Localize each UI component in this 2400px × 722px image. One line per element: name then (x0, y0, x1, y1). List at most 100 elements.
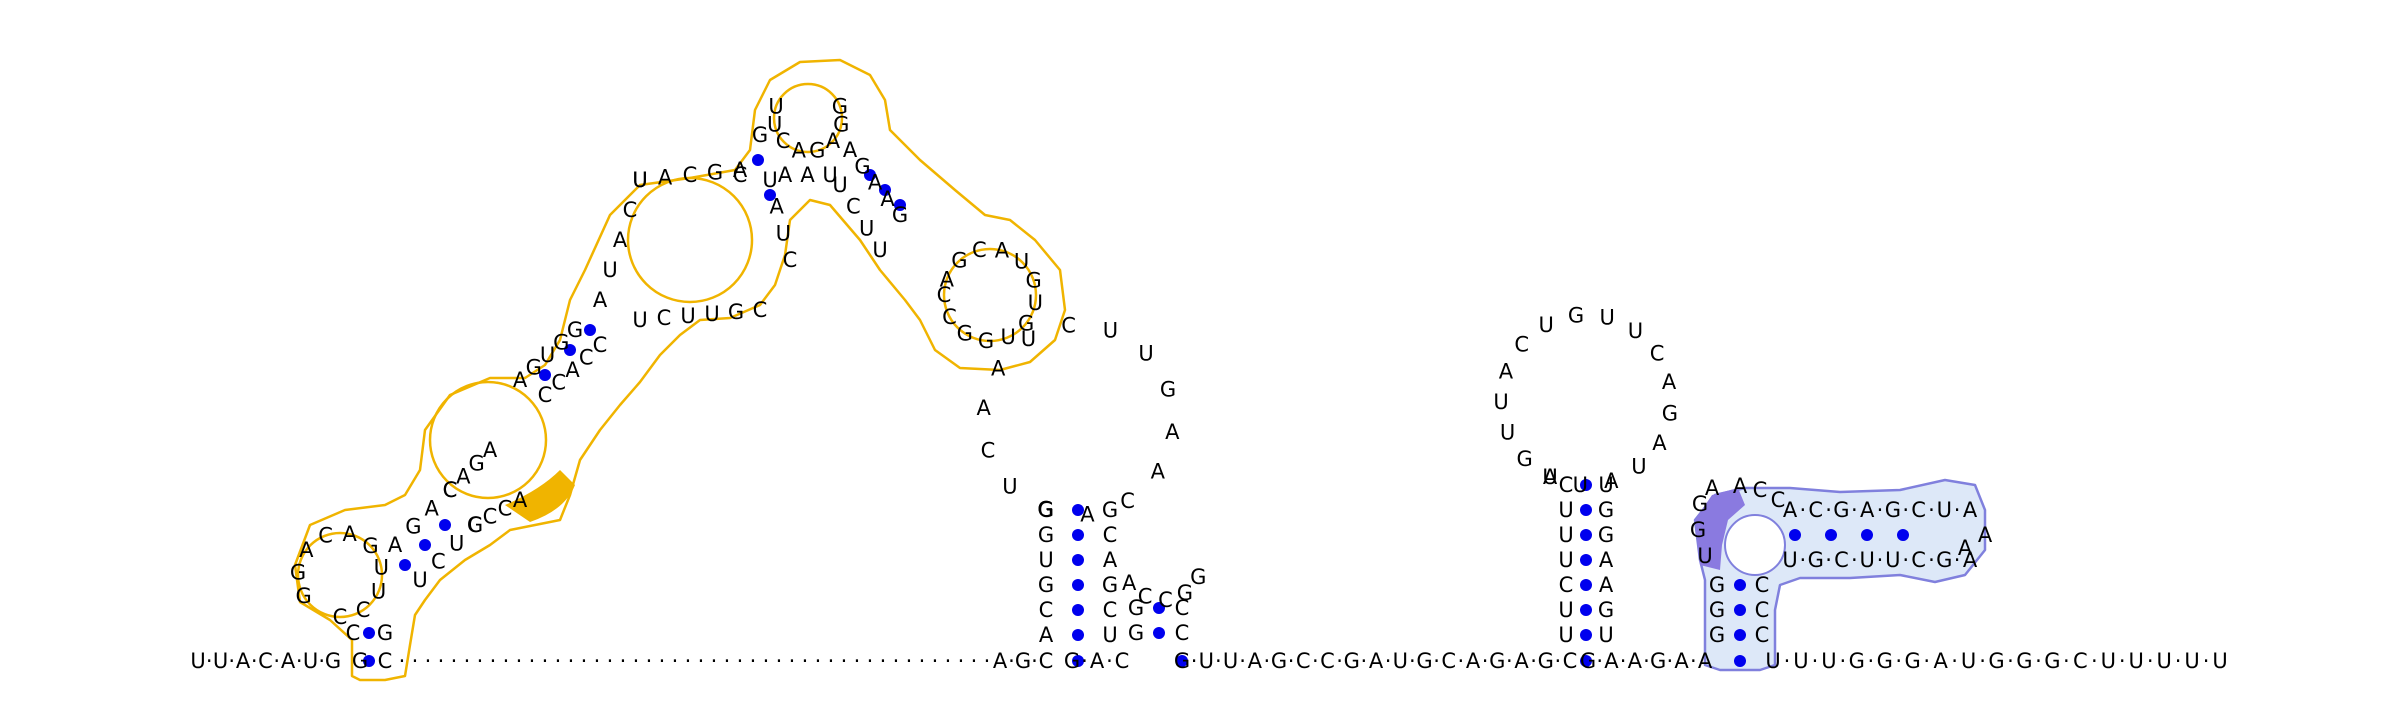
backbone-link: · (932, 649, 939, 673)
nucleotide-G: G (1833, 498, 1849, 522)
nucleotide-U: U (1573, 473, 1588, 497)
nucleotide-G: G (1026, 269, 1042, 293)
nucleotide-U: U (2101, 649, 2116, 673)
nucleotide-U: U (1028, 291, 1043, 315)
backbone-link: · (2091, 649, 2098, 673)
nucleotide-C: C (1103, 598, 1118, 622)
backbone-link: · (568, 649, 575, 673)
backbone-link: · (1954, 498, 1961, 522)
nucleotide-G: G (1598, 598, 1614, 622)
nucleotide-A: A (513, 488, 528, 512)
nucleotide-G: G (978, 329, 994, 353)
base-pair-dot (439, 519, 451, 531)
base-pair-dot (363, 627, 375, 639)
backbone-link: · (841, 649, 848, 673)
nucleotide-G: G (1709, 598, 1725, 622)
nucleotide-A: A (1151, 460, 1166, 484)
nucleotide-U: U (1697, 544, 1712, 568)
nucleotide-U: U (2156, 649, 2171, 673)
nucleotide-C: C (1911, 548, 1926, 572)
nucleotide-G: G (467, 513, 483, 537)
backbone-link: · (1312, 649, 1319, 673)
nucleotide-U: U (1765, 649, 1780, 673)
backbone-link: · (1800, 498, 1807, 522)
nucleotide-G: G (1489, 649, 1505, 673)
nucleotide-C: C (1808, 498, 1823, 522)
nucleotide-A: A (1628, 649, 1643, 673)
backbone-link: · (893, 649, 900, 673)
nucleotide-A: A (1978, 523, 1993, 547)
orange-filled-segment (505, 470, 575, 522)
backbone-link: · (958, 649, 965, 673)
nucleotide-C: C (1755, 573, 1770, 597)
backbone-link: · (1361, 649, 1368, 673)
backbone-link: · (815, 649, 822, 673)
nucleotide-G: G (1018, 312, 1034, 336)
nucleotide-C: C (258, 649, 273, 673)
backbone-link: · (1928, 548, 1935, 572)
nucleotide-U: U (2212, 649, 2227, 673)
nucleotide-C: C (498, 496, 513, 520)
nucleotide-U: U (371, 580, 386, 604)
backbone-link: · (1825, 498, 1832, 522)
backbone-link: · (620, 649, 627, 673)
nucleotide-C: C (1771, 488, 1786, 512)
base-pair-dot (419, 539, 431, 551)
nucleotide-C: C (579, 346, 594, 370)
base-pair-dot (1072, 579, 1084, 591)
nucleotide-A: A (1039, 623, 1054, 647)
nucleotide-G: G (728, 300, 744, 324)
base-pair-dot (1580, 604, 1592, 616)
nucleotide-U: U (303, 649, 318, 673)
backbone-link: · (672, 649, 679, 673)
backbone-link: · (1620, 649, 1627, 673)
nucleotide-G: G (1568, 304, 1584, 328)
backbone-link: · (1215, 649, 1222, 673)
base-pair-dot (1734, 579, 1746, 591)
nucleotide-A: A (424, 496, 439, 520)
nucleotide-G: G (2016, 649, 2032, 673)
nucleotide-G: G (1988, 649, 2004, 673)
backbone-link: · (1902, 548, 1909, 572)
base-pair-dot (1580, 479, 1592, 491)
nucleotide-C: C (733, 163, 748, 187)
backbone-link: · (1840, 649, 1847, 673)
backbone-link: · (867, 649, 874, 673)
backbone-link: · (438, 649, 445, 673)
nucleotide-A: A (658, 166, 673, 190)
nucleotide-G: G (1690, 518, 1706, 542)
nucleotide-U: U (832, 173, 847, 197)
backbone-link: · (2203, 649, 2210, 673)
nucleotide-U: U (1937, 498, 1952, 522)
nucleotide-C: C (593, 333, 608, 357)
nucleotide-C: C (346, 621, 361, 645)
nucleotide-C: C (937, 283, 952, 307)
base-pair-dot (1580, 655, 1592, 667)
backbone-link: · (802, 649, 809, 673)
backbone-link: · (1596, 649, 1603, 673)
base-pair-dot (1153, 627, 1165, 639)
nucleotide-A: A (342, 522, 357, 546)
backbone-link: · (1433, 649, 1440, 673)
blue-domain-highlight (1693, 478, 1987, 672)
nucleotide-G: G (377, 621, 393, 645)
nucleotide-C: C (483, 505, 498, 529)
backbone-link: · (737, 649, 744, 673)
base-pair-dots (363, 154, 1909, 667)
nucleotide-U: U (1558, 598, 1573, 622)
nucleotide-U: U (1021, 327, 1036, 351)
base-pair-dot (752, 154, 764, 166)
nucleotide-A: A (1369, 649, 1384, 673)
backbone-link: · (412, 649, 419, 673)
base-pair-dot (1580, 529, 1592, 541)
backbone-link: · (1812, 649, 1819, 673)
nucleotide-C: C (942, 305, 957, 329)
backbone-link: · (206, 649, 213, 673)
nucleotide-A: A (733, 158, 748, 182)
nucleotide-G: G (1038, 573, 1054, 597)
nucleotide-C: C (1175, 621, 1190, 645)
nucleotide-U: U (1103, 319, 1118, 343)
nucleotide-A: A (236, 649, 251, 673)
backbone-link: · (490, 649, 497, 673)
